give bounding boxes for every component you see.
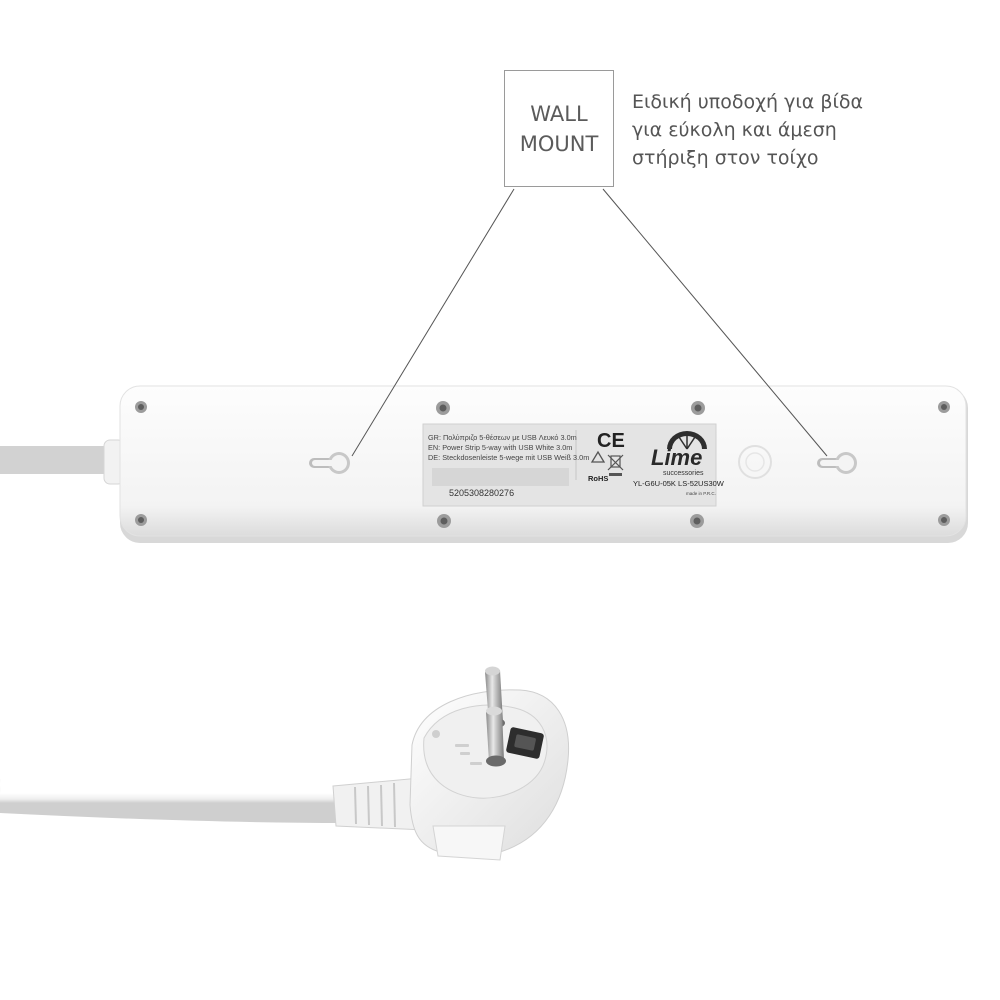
- wall-mount-callout: WALL MOUNT: [504, 70, 614, 187]
- model-number: YL-G6U-05K LS-52US30W: [633, 479, 724, 488]
- ce-mark: CE: [597, 430, 625, 452]
- rohs-mark: RoHS: [588, 474, 609, 483]
- callout-description: Ειδική υποδοχή για βίδα για εύκολη και ά…: [632, 88, 932, 172]
- callout-description-line: στήριξη στον τοίχο: [632, 147, 819, 169]
- screw-icon: [938, 401, 950, 413]
- label-text-german: DE: Steckdosenleiste 5-wege mit USB Weiß…: [428, 453, 590, 462]
- upper-cable: [0, 439, 125, 485]
- screw-icon: [135, 514, 147, 526]
- made-in-text: made in P.R.C.: [686, 491, 716, 496]
- brand-tagline: successories: [663, 470, 704, 477]
- barcode: [432, 468, 569, 486]
- screw-icon: [691, 401, 705, 415]
- weee-bin-icon: [607, 454, 624, 476]
- plug-pin-front: [486, 706, 506, 767]
- lime-logo-icon: [667, 431, 707, 450]
- molded-stamp-icon: [738, 445, 772, 479]
- callout-title-line2: MOUNT: [519, 131, 599, 156]
- product-label: [422, 423, 717, 507]
- callout-leader-lines: [351, 188, 828, 457]
- label-text-english: EN: Power Strip 5-way with USB White 3.0…: [428, 443, 573, 452]
- callout-description-line: για εύκολη και άμεση: [632, 119, 837, 141]
- screw-icon: [938, 514, 950, 526]
- schuko-plug: [332, 666, 570, 861]
- brand-name: Lime: [651, 445, 703, 470]
- power-strip: [119, 385, 968, 543]
- screw-icon: [690, 514, 704, 528]
- recycle-icon: [590, 450, 606, 463]
- plug-cable: [0, 778, 346, 823]
- screw-icon: [437, 514, 451, 528]
- callout-description-line: Ειδική υποδοχή για βίδα: [632, 91, 864, 113]
- wall-mount-keyhole-right: [817, 452, 857, 474]
- screw-icon: [135, 401, 147, 413]
- barcode-number: 5205308280276: [449, 488, 515, 498]
- callout-title-line1: WALL: [530, 101, 588, 126]
- wall-mount-keyhole-left: [309, 452, 350, 474]
- label-text-greek: GR: Πολύπριζο 5-θέσεων με USB Λευκό 3.0m: [428, 433, 577, 442]
- screw-icon: [436, 401, 450, 415]
